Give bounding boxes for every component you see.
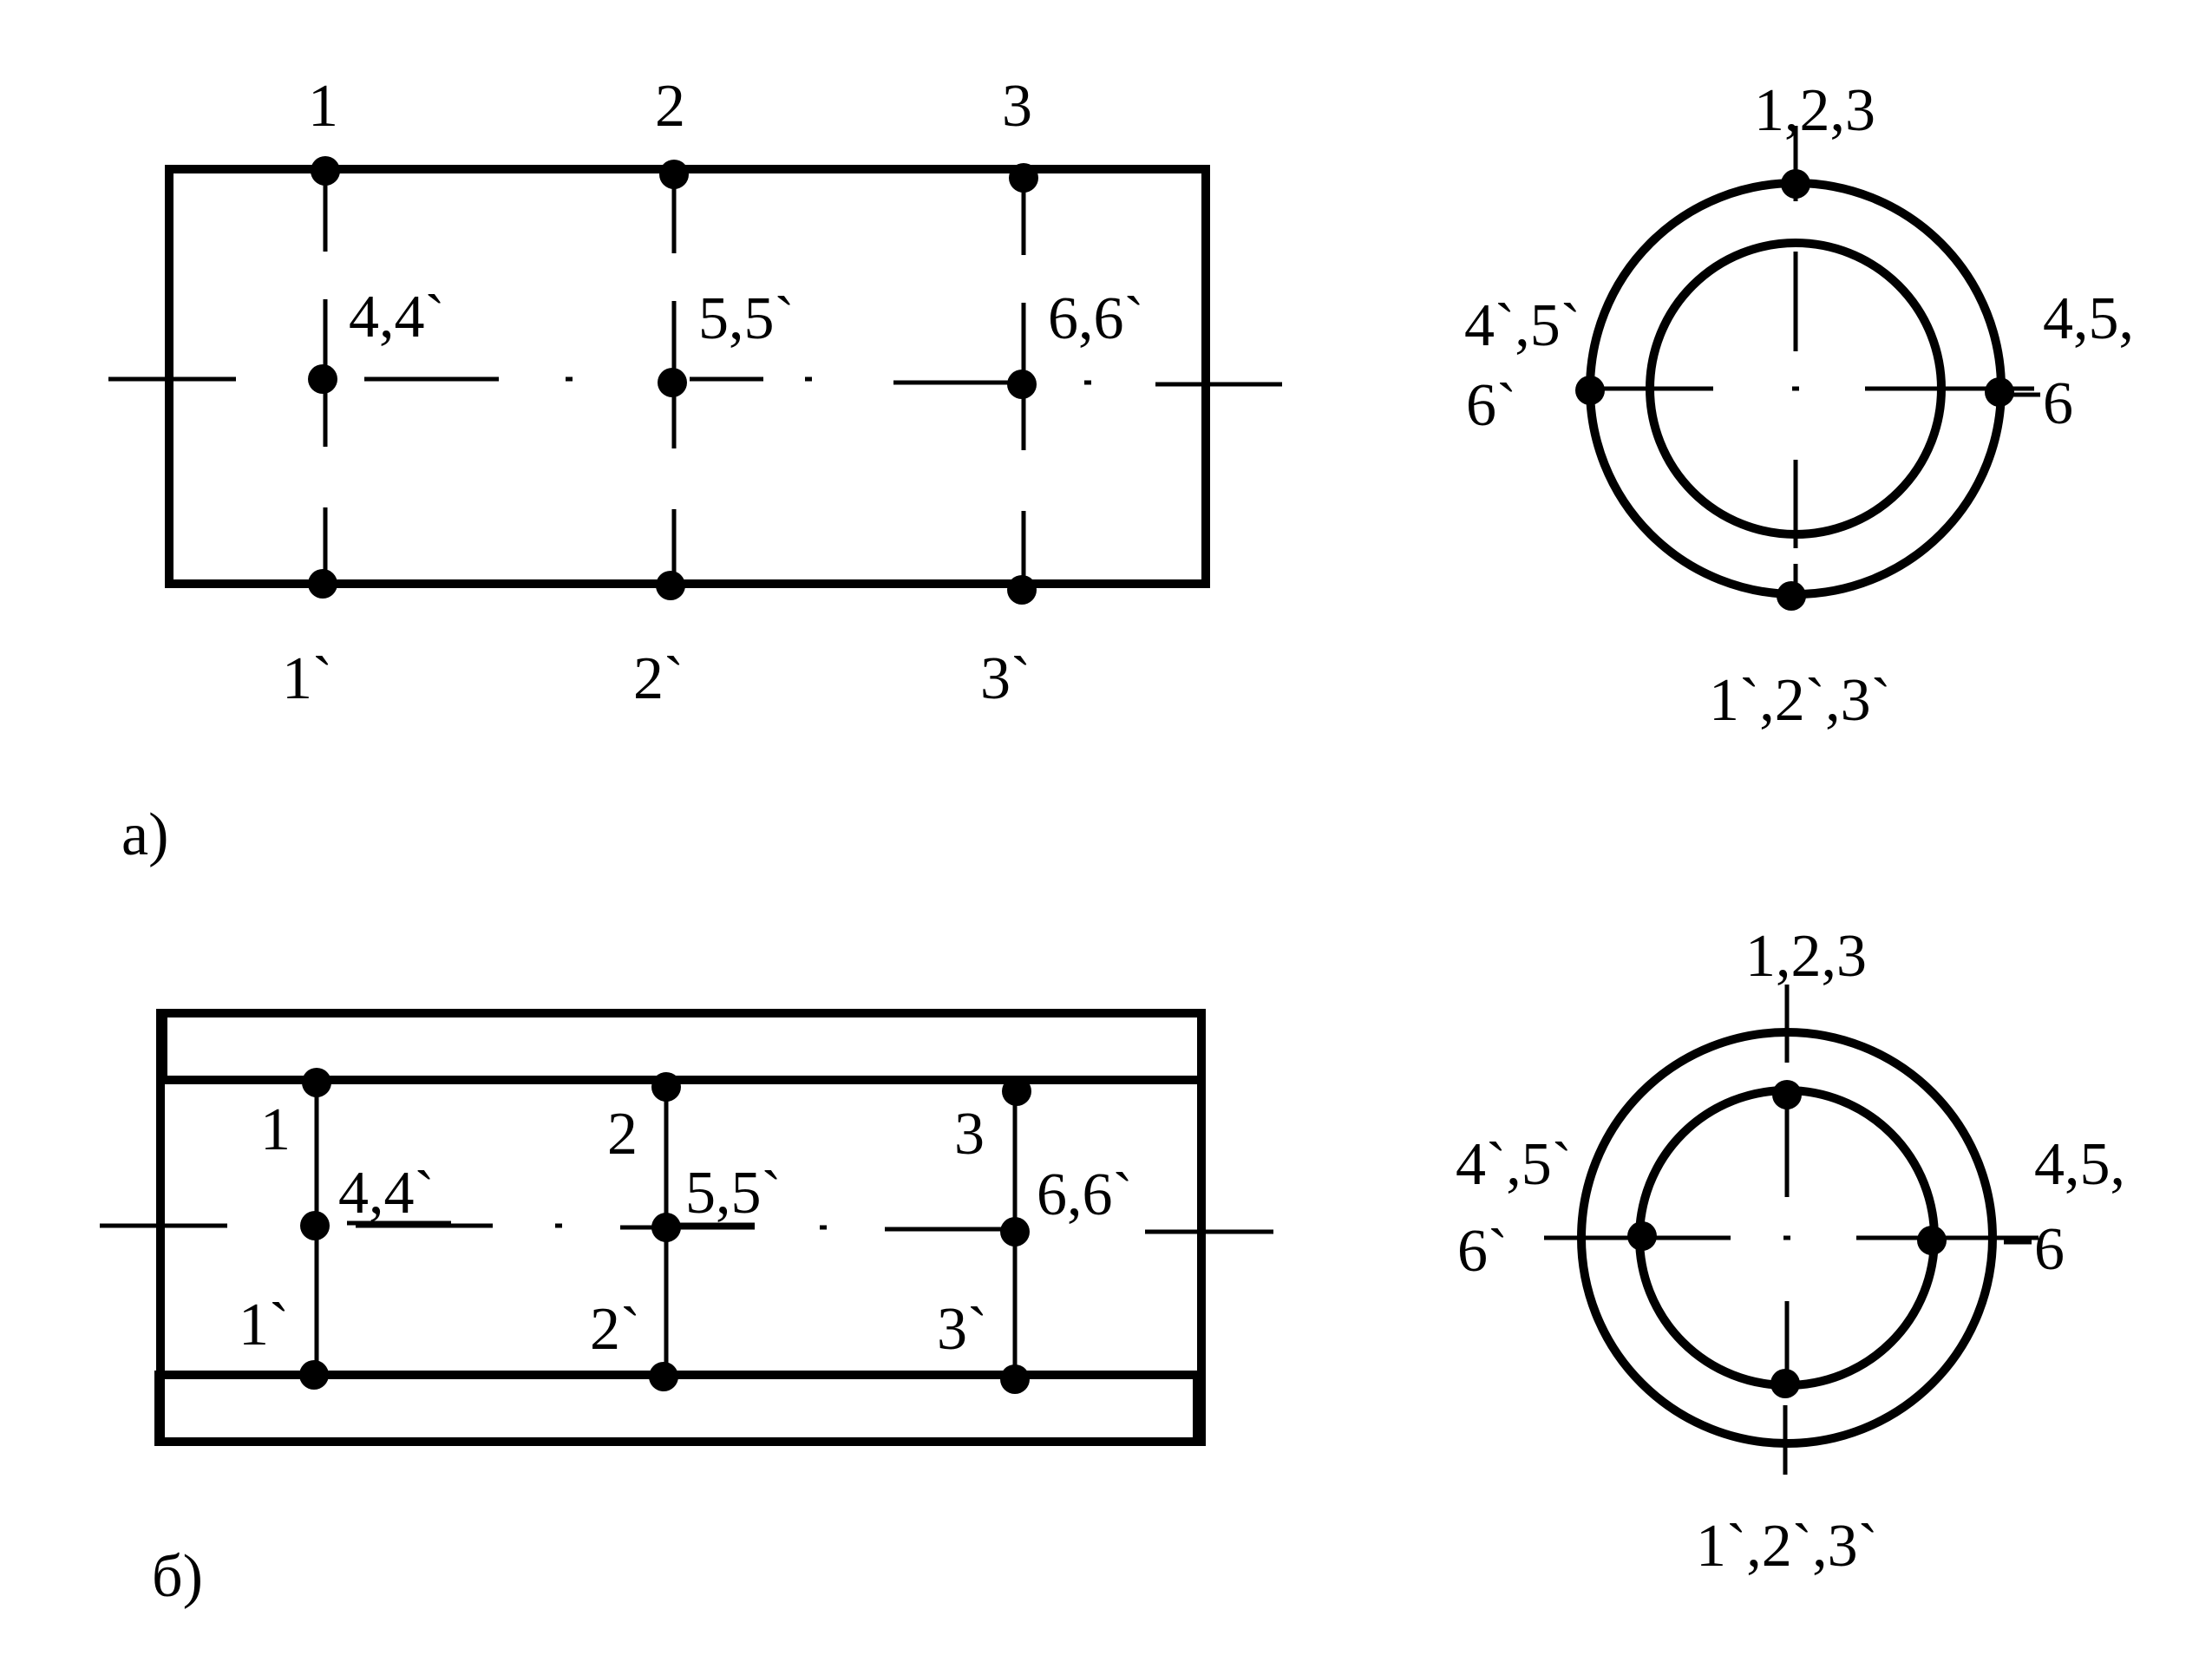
point-3 — [1002, 1076, 1031, 1106]
label-axis-6: 6,6` — [1037, 1161, 1133, 1228]
end-point-top — [1772, 1080, 1802, 1109]
end-label-bottom: 1`,2`,3` — [1696, 1513, 1878, 1580]
point-1p — [299, 1360, 329, 1390]
point-5 — [658, 368, 687, 397]
label-axis-5: 5,5` — [698, 285, 795, 352]
point-2p — [656, 571, 685, 600]
figure-a: 1 2 3 4,4` 5,5` 6,6` 1` 2` 3` а) — [108, 73, 2134, 868]
label-top-2: 2 — [655, 73, 685, 140]
point-4 — [308, 364, 337, 394]
end-point-bottom — [1777, 581, 1806, 611]
label-bottom-1p: 1` — [239, 1292, 289, 1358]
end-label-top: 1,2,3 — [1754, 77, 1875, 144]
point-3p — [1007, 575, 1037, 605]
end-label-right-1: 4,5, — [2034, 1131, 2125, 1198]
label-top-1: 1 — [260, 1096, 291, 1163]
label-bottom-2p: 2` — [590, 1296, 640, 1363]
label-bottom-3p: 3` — [980, 645, 1031, 712]
end-point-top — [1781, 169, 1810, 199]
point-6 — [1007, 370, 1037, 399]
point-2p — [649, 1362, 678, 1391]
point-2 — [659, 160, 689, 189]
figure-a-end-view: 1,2,3 1`,2`,3` 4`,5` 6` 4,5, 6 — [1464, 77, 2134, 734]
point-3p — [1000, 1364, 1030, 1394]
figure-a-axis-line — [108, 376, 1282, 387]
end-label-right-2: 6 — [2034, 1216, 2065, 1283]
point-2 — [651, 1072, 681, 1102]
end-label-right-1: 4,5, — [2043, 285, 2134, 352]
label-top-3: 3 — [1002, 73, 1032, 140]
label-top-2: 2 — [607, 1101, 638, 1168]
figure-b: 1 2 3 4,4` 5,5` 6,6` 1` 2` 3` б) — [100, 923, 2125, 1610]
label-top-1: 1 — [308, 73, 338, 140]
end-label-left-2: 6` — [1466, 372, 1516, 439]
point-1 — [302, 1068, 331, 1097]
end-label-top: 1,2,3 — [1745, 923, 1867, 990]
end-point-left — [1575, 376, 1605, 405]
label-axis-6: 6,6` — [1048, 285, 1144, 352]
point-6 — [1000, 1217, 1030, 1246]
end-point-right — [1917, 1226, 1947, 1255]
label-top-3: 3 — [954, 1101, 985, 1168]
end-point-right — [1985, 377, 2014, 407]
end-label-bottom: 1`,2`,3` — [1709, 667, 1891, 734]
point-1p — [308, 569, 337, 599]
figure-b-points — [299, 1068, 1031, 1394]
end-label-left-1: 4`,5` — [1456, 1131, 1572, 1198]
figure-a-points — [308, 156, 1038, 605]
label-axis-4: 4,4` — [338, 1160, 435, 1227]
end-point-left — [1627, 1221, 1657, 1251]
end-label-left-1: 4`,5` — [1464, 292, 1580, 359]
label-axis-5: 5,5` — [685, 1160, 782, 1227]
end-point-bottom — [1770, 1369, 1800, 1398]
point-1 — [311, 156, 340, 186]
label-bottom-2p: 2` — [633, 645, 684, 712]
end-label-left-2: 6` — [1457, 1218, 1508, 1285]
point-4 — [300, 1211, 330, 1240]
end-label-right-2: 6 — [2043, 370, 2073, 437]
label-bottom-3p: 3` — [937, 1296, 987, 1363]
point-3 — [1009, 163, 1038, 193]
label-bottom-1p: 1` — [282, 645, 332, 712]
point-5 — [651, 1213, 681, 1242]
figure-b-caption: б) — [152, 1543, 203, 1610]
label-axis-4: 4,4` — [349, 284, 445, 350]
figure-b-end-view: 1,2,3 1`,2`,3` 4`,5` 6` 4,5, 6 — [1456, 923, 2125, 1580]
figure-a-caption: а) — [121, 802, 168, 868]
figure-b-axis-line — [100, 1223, 1273, 1234]
